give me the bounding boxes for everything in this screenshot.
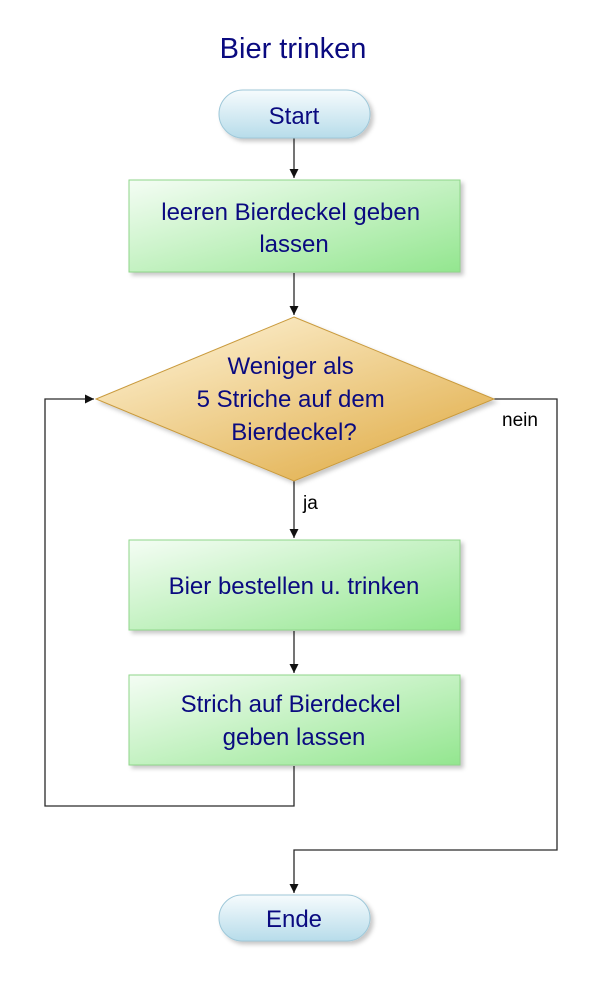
process-step-1-line-1: leeren Bierdeckel geben [161,199,420,226]
start-terminal: Start [218,89,371,139]
process-step-1-line-2: lassen [259,231,328,258]
connector-loop-back [44,394,295,807]
decision-line-2: 5 Striche auf dem [197,386,385,413]
process-step-3-line-1: Strich auf Bierdeckel [181,691,401,718]
process-step-3-text: Strich auf Bierdeckel geben lassen [181,691,408,751]
process-step-3: Strich auf Bierdeckel geben lassen [128,674,461,766]
edge-label-yes: ja [302,493,318,514]
start-label: Start [269,103,320,130]
diagram-title: Bier trinken [220,33,367,65]
decision-text: Weniger als 5 Striche auf dem Bierdeckel… [197,353,392,446]
process-step-2: Bier bestellen u. trinken [128,539,461,631]
process-step-1-text: leeren Bierdeckel geben lassen [161,199,427,258]
process-step-2-text: Bier bestellen u. trinken [169,573,420,600]
decision-node: Weniger als 5 Striche auf dem Bierdeckel… [94,316,496,482]
process-step-1: leeren Bierdeckel geben lassen [128,179,461,273]
end-terminal: Ende [218,894,371,942]
connectors [44,138,558,893]
decision-line-1: Weniger als [228,353,354,380]
end-label: Ende [266,906,322,933]
edge-label-no: nein [502,410,538,431]
process-step-3-line-2: geben lassen [223,724,366,751]
decision-line-3: Bierdeckel? [231,419,356,446]
connector-decision-no [289,398,558,893]
